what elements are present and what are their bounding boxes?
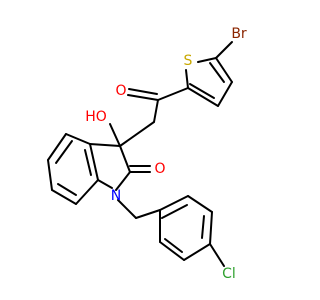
bromine-atom: Br (231, 26, 247, 42)
nitrogen-atom: N (111, 188, 121, 204)
bond-carbonyl-o-double (128, 88, 158, 95)
bond-c3-c2 (187, 87, 219, 107)
bond-ph4-cl (209, 243, 225, 267)
bond-c3-hydroxyl (109, 123, 121, 147)
bond-c7-c7a (75, 179, 99, 205)
bond-ph3-ph4-double (201, 215, 205, 239)
bond-c5-s (197, 57, 217, 63)
bond-c2-n (115, 171, 131, 191)
bond-layer (47, 41, 233, 267)
chlorine-atom: Cl (222, 266, 236, 282)
molecule-structure-canvas: Br S O HO O N Cl (47, 26, 247, 282)
bond-ph1-ph2 (159, 195, 189, 211)
bond-ch2-phenyl (135, 209, 161, 219)
bond-br-c5 (215, 41, 233, 59)
bond-c5-c4-double (209, 62, 225, 83)
bond-c7a-c3a (89, 143, 99, 181)
bond-c3-c3a (89, 143, 121, 147)
bond-c2-s (185, 69, 189, 89)
bond-c3-c2-double (189, 83, 215, 99)
molecule-svg: Br S O HO O N Cl (47, 26, 247, 282)
bond-ch2-c3 (119, 121, 155, 147)
bond-c4-c5-double (55, 140, 73, 164)
bond-c7a-n (97, 179, 113, 189)
hydroxyl-group-label: HO (85, 109, 107, 125)
bond-c7a-c3a-double (84, 149, 92, 176)
bond-c3a-c4 (65, 133, 91, 145)
bond-ph5-ph6-double (164, 238, 183, 253)
lactam-oxygen-atom: O (154, 161, 165, 177)
bond-c5-c4 (215, 57, 233, 83)
bond-ph1-ph2-double (161, 204, 188, 219)
bond-c6-c7-double (57, 183, 77, 196)
bond-carbonyl-o (127, 94, 159, 101)
bond-c3-c2-oxindole (119, 145, 131, 173)
bond-ph2-ph3 (187, 195, 213, 213)
ketone-oxygen-atom: O (115, 83, 126, 99)
bond-c4-c5 (47, 133, 67, 161)
bond-c4-c3 (217, 81, 233, 107)
bond-n-ch2 (117, 199, 137, 219)
bond-ph4-ph5 (183, 243, 211, 261)
bond-c5-c6 (47, 159, 53, 191)
sulfur-atom: S (184, 53, 193, 69)
bond-carbonyl-ch2 (153, 99, 159, 123)
bond-c2-carbonyl (157, 87, 189, 101)
bond-ph3-ph4 (209, 211, 213, 245)
bond-ph5-ph6 (159, 241, 185, 261)
bond-c6-c7 (51, 189, 77, 205)
atom-label-layer: Br S O HO O N Cl (85, 26, 247, 282)
